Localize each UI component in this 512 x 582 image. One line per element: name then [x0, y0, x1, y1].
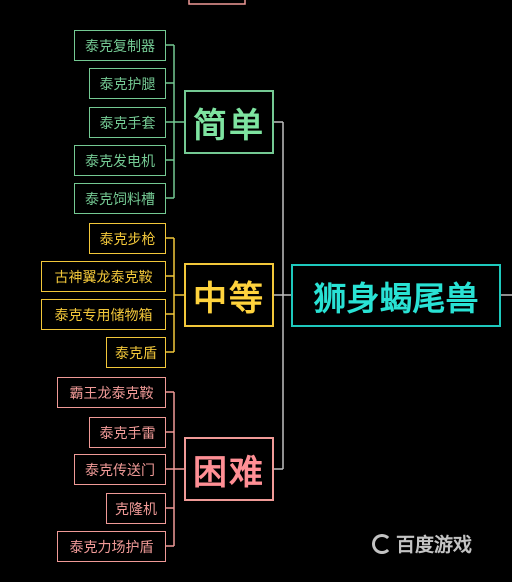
easy-item-2: 泰克护腿	[89, 68, 166, 99]
root-node: 狮身蝎尾兽	[291, 264, 501, 327]
baidu-logo-icon	[372, 533, 392, 554]
medium-item-4: 泰克盾	[106, 337, 166, 368]
hard-item-3: 泰克传送门	[74, 454, 166, 485]
easy-item-3: 泰克手套	[89, 107, 166, 138]
medium-item-3: 泰克专用储物箱	[41, 299, 166, 330]
medium-connectors	[166, 237, 184, 353]
easy-item-4: 泰克发电机	[74, 145, 166, 176]
medium-item-2: 古神翼龙泰克鞍	[41, 261, 166, 292]
hard-item-1: 霸王龙泰克鞍	[57, 377, 166, 408]
medium-item-1: 泰克步枪	[89, 223, 166, 254]
category-hard: 困难	[184, 437, 274, 501]
easy-item-1: 泰克复制器	[74, 30, 166, 61]
easy-item-5: 泰克饲料槽	[74, 183, 166, 214]
hard-item-2: 泰克手雷	[89, 417, 166, 448]
easy-connectors	[166, 44, 184, 199]
hard-item-4: 克隆机	[106, 493, 166, 524]
hard-item-5: 泰克力场护盾	[57, 531, 166, 562]
watermark-text: 百度游戏	[396, 534, 473, 556]
root-connectors	[274, 121, 512, 470]
hard-connectors	[166, 391, 184, 547]
baidu-games-watermark: 百度游戏	[372, 530, 472, 557]
top-partial-box	[188, 0, 246, 5]
category-easy: 简单	[184, 90, 274, 154]
category-medium: 中等	[184, 263, 274, 327]
